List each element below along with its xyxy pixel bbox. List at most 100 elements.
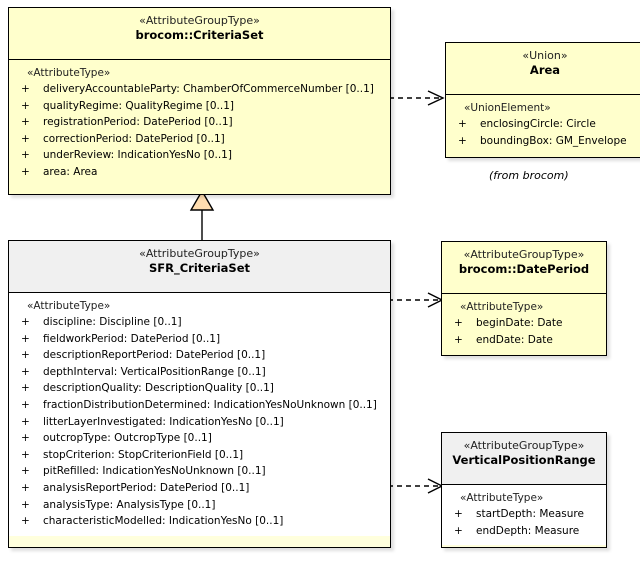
attribute-signature: endDepth: Measure — [476, 524, 580, 537]
attribute-signature: discipline: Discipline [0..1] — [43, 316, 182, 328]
class-name: brocom::DatePeriod — [458, 262, 590, 276]
attribute-signature: analysisReportPeriod: DatePeriod [0..1] — [43, 481, 250, 494]
attribute-row: + beginDate: Date — [444, 315, 604, 332]
class-stereotype: «AttributeGroupType» — [139, 247, 260, 260]
attribute-compartment-stereotype: «AttributeType» — [460, 492, 544, 504]
class-header-brocom-dateperiod: «AttributeGroupType» brocom::DatePeriod — [442, 242, 606, 294]
attribute-row: + discipline: Discipline [0..1] — [11, 314, 388, 331]
attribute-visibility: + — [21, 349, 30, 362]
class-header-area: «Union» Area — [446, 43, 640, 95]
attribute-signature: enclosingCircle: Circle — [480, 118, 596, 130]
attribute-signature: area: Area — [43, 165, 98, 178]
attribute-visibility: + — [458, 118, 467, 130]
attribute-row: + stopCriterion: StopCriterionField [0..… — [11, 447, 388, 464]
class-header-brocom-criteriaset: «AttributeGroupType» brocom::CriteriaSet — [9, 8, 390, 60]
attribute-row: + enclosingCircle: Circle — [448, 116, 640, 133]
attribute-compartment-stereotype: «AttributeType» — [27, 300, 111, 312]
attribute-visibility: + — [21, 365, 30, 378]
attribute-visibility: + — [454, 317, 463, 329]
attribute-visibility: + — [458, 134, 467, 147]
attribute-signature: boundingBox: GM_Envelope — [480, 134, 627, 147]
class-box-brocom-dateperiod[interactable]: «AttributeGroupType» brocom::DatePeriod … — [441, 241, 607, 356]
attribute-visibility: + — [21, 398, 30, 411]
attribute-signature: startDepth: Measure — [476, 508, 584, 520]
attribute-visibility: + — [21, 465, 30, 478]
attribute-row: + fractionDistributionDetermined: Indica… — [11, 397, 388, 414]
attribute-row: + registrationPeriod: DatePeriod [0..1] — [11, 114, 388, 131]
attribute-visibility: + — [21, 165, 30, 178]
attribute-visibility: + — [454, 333, 463, 346]
attribute-visibility: + — [21, 415, 30, 428]
class-stereotype: «AttributeGroupType» — [463, 248, 585, 261]
attribute-signature: qualityRegime: QualityRegime [0..1] — [43, 99, 234, 112]
attribute-row: + descriptionQuality: DescriptionQuality… — [11, 380, 388, 397]
attribute-visibility: + — [21, 498, 30, 511]
attribute-signature: litterLayerInvestigated: IndicationYesNo… — [43, 415, 284, 428]
attribute-row: + endDepth: Measure — [444, 523, 604, 540]
attribute-visibility: + — [21, 515, 30, 528]
attribute-visibility: + — [21, 132, 30, 145]
attribute-signature: underReview: IndicationYesNo [0..1] — [43, 149, 232, 162]
attribute-row: + area: Area — [11, 164, 388, 181]
attribute-compartment-stereotype: «UnionElement» — [464, 102, 551, 114]
class-stereotype: «AttributeGroupType» — [139, 14, 260, 27]
attribute-signature: stopCriterion: StopCriterionField [0..1] — [43, 448, 244, 461]
connector-generalization-sfr-to-criteriaset[interactable] — [185, 188, 219, 248]
class-stereotype: «Union» — [522, 49, 568, 62]
attribute-compartment-stereotype: «AttributeType» — [460, 301, 544, 313]
class-name: Area — [529, 63, 561, 77]
attribute-visibility: + — [21, 316, 30, 328]
attribute-row: + outcropType: OutcropType [0..1] — [11, 430, 388, 447]
attribute-signature: descriptionQuality: DescriptionQuality [… — [43, 382, 274, 395]
attribute-row: + fieldworkPeriod: DatePeriod [0..1] — [11, 331, 388, 348]
attribute-signature: analysisType: AnalysisType [0..1] — [43, 498, 216, 511]
attribute-visibility: + — [454, 508, 463, 520]
attribute-signature: deliveryAccountableParty: ChamberOfComme… — [43, 83, 374, 95]
attribute-signature: characteristicModelled: IndicationYesNo … — [43, 515, 284, 528]
class-attributes-area: «UnionElement» + enclosingCircle: Circle… — [446, 95, 640, 156]
class-box-sfr-criteriaset[interactable]: «AttributeGroupType» SFR_CriteriaSet «At… — [8, 240, 391, 548]
attribute-signature: pitRefilled: IndicationYesNoUnknown [0..… — [43, 465, 266, 478]
attribute-row: + endDate: Date — [444, 332, 604, 349]
class-attributes-brocom-dateperiod: «AttributeType» + beginDate: Date + endD… — [442, 294, 606, 355]
class-name: SFR_CriteriaSet — [148, 261, 251, 275]
attribute-signature: endDate: Date — [476, 333, 553, 346]
class-name: brocom::CriteriaSet — [135, 28, 264, 42]
class-header-verticalpositionrange: «AttributeGroupType» VerticalPositionRan… — [442, 433, 606, 485]
attribute-visibility: + — [21, 99, 30, 112]
attribute-row: + analysisReportPeriod: DatePeriod [0..1… — [11, 480, 388, 497]
attribute-compartment-stereotype: «AttributeType» — [27, 67, 111, 79]
class-box-brocom-criteriaset[interactable]: «AttributeGroupType» brocom::CriteriaSet… — [8, 7, 391, 195]
attribute-visibility: + — [21, 332, 30, 345]
attribute-visibility: + — [21, 382, 30, 395]
attribute-row: + deliveryAccountableParty: ChamberOfCom… — [11, 81, 388, 98]
attribute-visibility: + — [21, 83, 30, 95]
attribute-visibility: + — [21, 149, 30, 162]
class-box-verticalpositionrange[interactable]: «AttributeGroupType» VerticalPositionRan… — [441, 432, 607, 548]
attribute-row: + characteristicModelled: IndicationYesN… — [11, 513, 388, 530]
class-box-area[interactable]: «Union» Area «UnionElement» + enclosingC… — [445, 42, 640, 158]
attribute-signature: registrationPeriod: DatePeriod [0..1] — [43, 116, 233, 129]
attribute-row: + analysisType: AnalysisType [0..1] — [11, 497, 388, 514]
class-header-sfr-criteriaset: «AttributeGroupType» SFR_CriteriaSet — [9, 241, 390, 293]
attribute-signature: beginDate: Date — [476, 317, 563, 329]
attribute-row: + descriptionReportPeriod: DatePeriod [0… — [11, 347, 388, 364]
class-attributes-brocom-criteriaset: «AttributeType» + deliveryAccountablePar… — [9, 60, 390, 187]
attribute-row: + depthInterval: VerticalPositionRange [… — [11, 364, 388, 381]
class-attributes-verticalpositionrange: «AttributeType» + startDepth: Measure + … — [442, 485, 606, 546]
class-name: VerticalPositionRange — [452, 453, 596, 467]
attribute-visibility: + — [21, 432, 30, 445]
connector-dependency-sfr-verticalpositionrange[interactable] — [388, 476, 448, 496]
attribute-row: + startDepth: Measure — [444, 506, 604, 523]
attribute-signature: descriptionReportPeriod: DatePeriod [0..… — [43, 349, 266, 362]
attribute-row: + underReview: IndicationYesNo [0..1] — [11, 147, 388, 164]
connector-dependency-sfr-dateperiod[interactable] — [388, 290, 448, 310]
attribute-visibility: + — [21, 116, 30, 129]
attribute-visibility: + — [454, 524, 463, 537]
attribute-signature: correctionPeriod: DatePeriod [0..1] — [43, 132, 225, 145]
attribute-row: + qualityRegime: QualityRegime [0..1] — [11, 98, 388, 115]
attribute-row: + boundingBox: GM_Envelope — [448, 133, 640, 150]
attribute-row: + pitRefilled: IndicationYesNoUnknown [0… — [11, 463, 388, 480]
attribute-signature: fieldworkPeriod: DatePeriod [0..1] — [43, 332, 221, 345]
